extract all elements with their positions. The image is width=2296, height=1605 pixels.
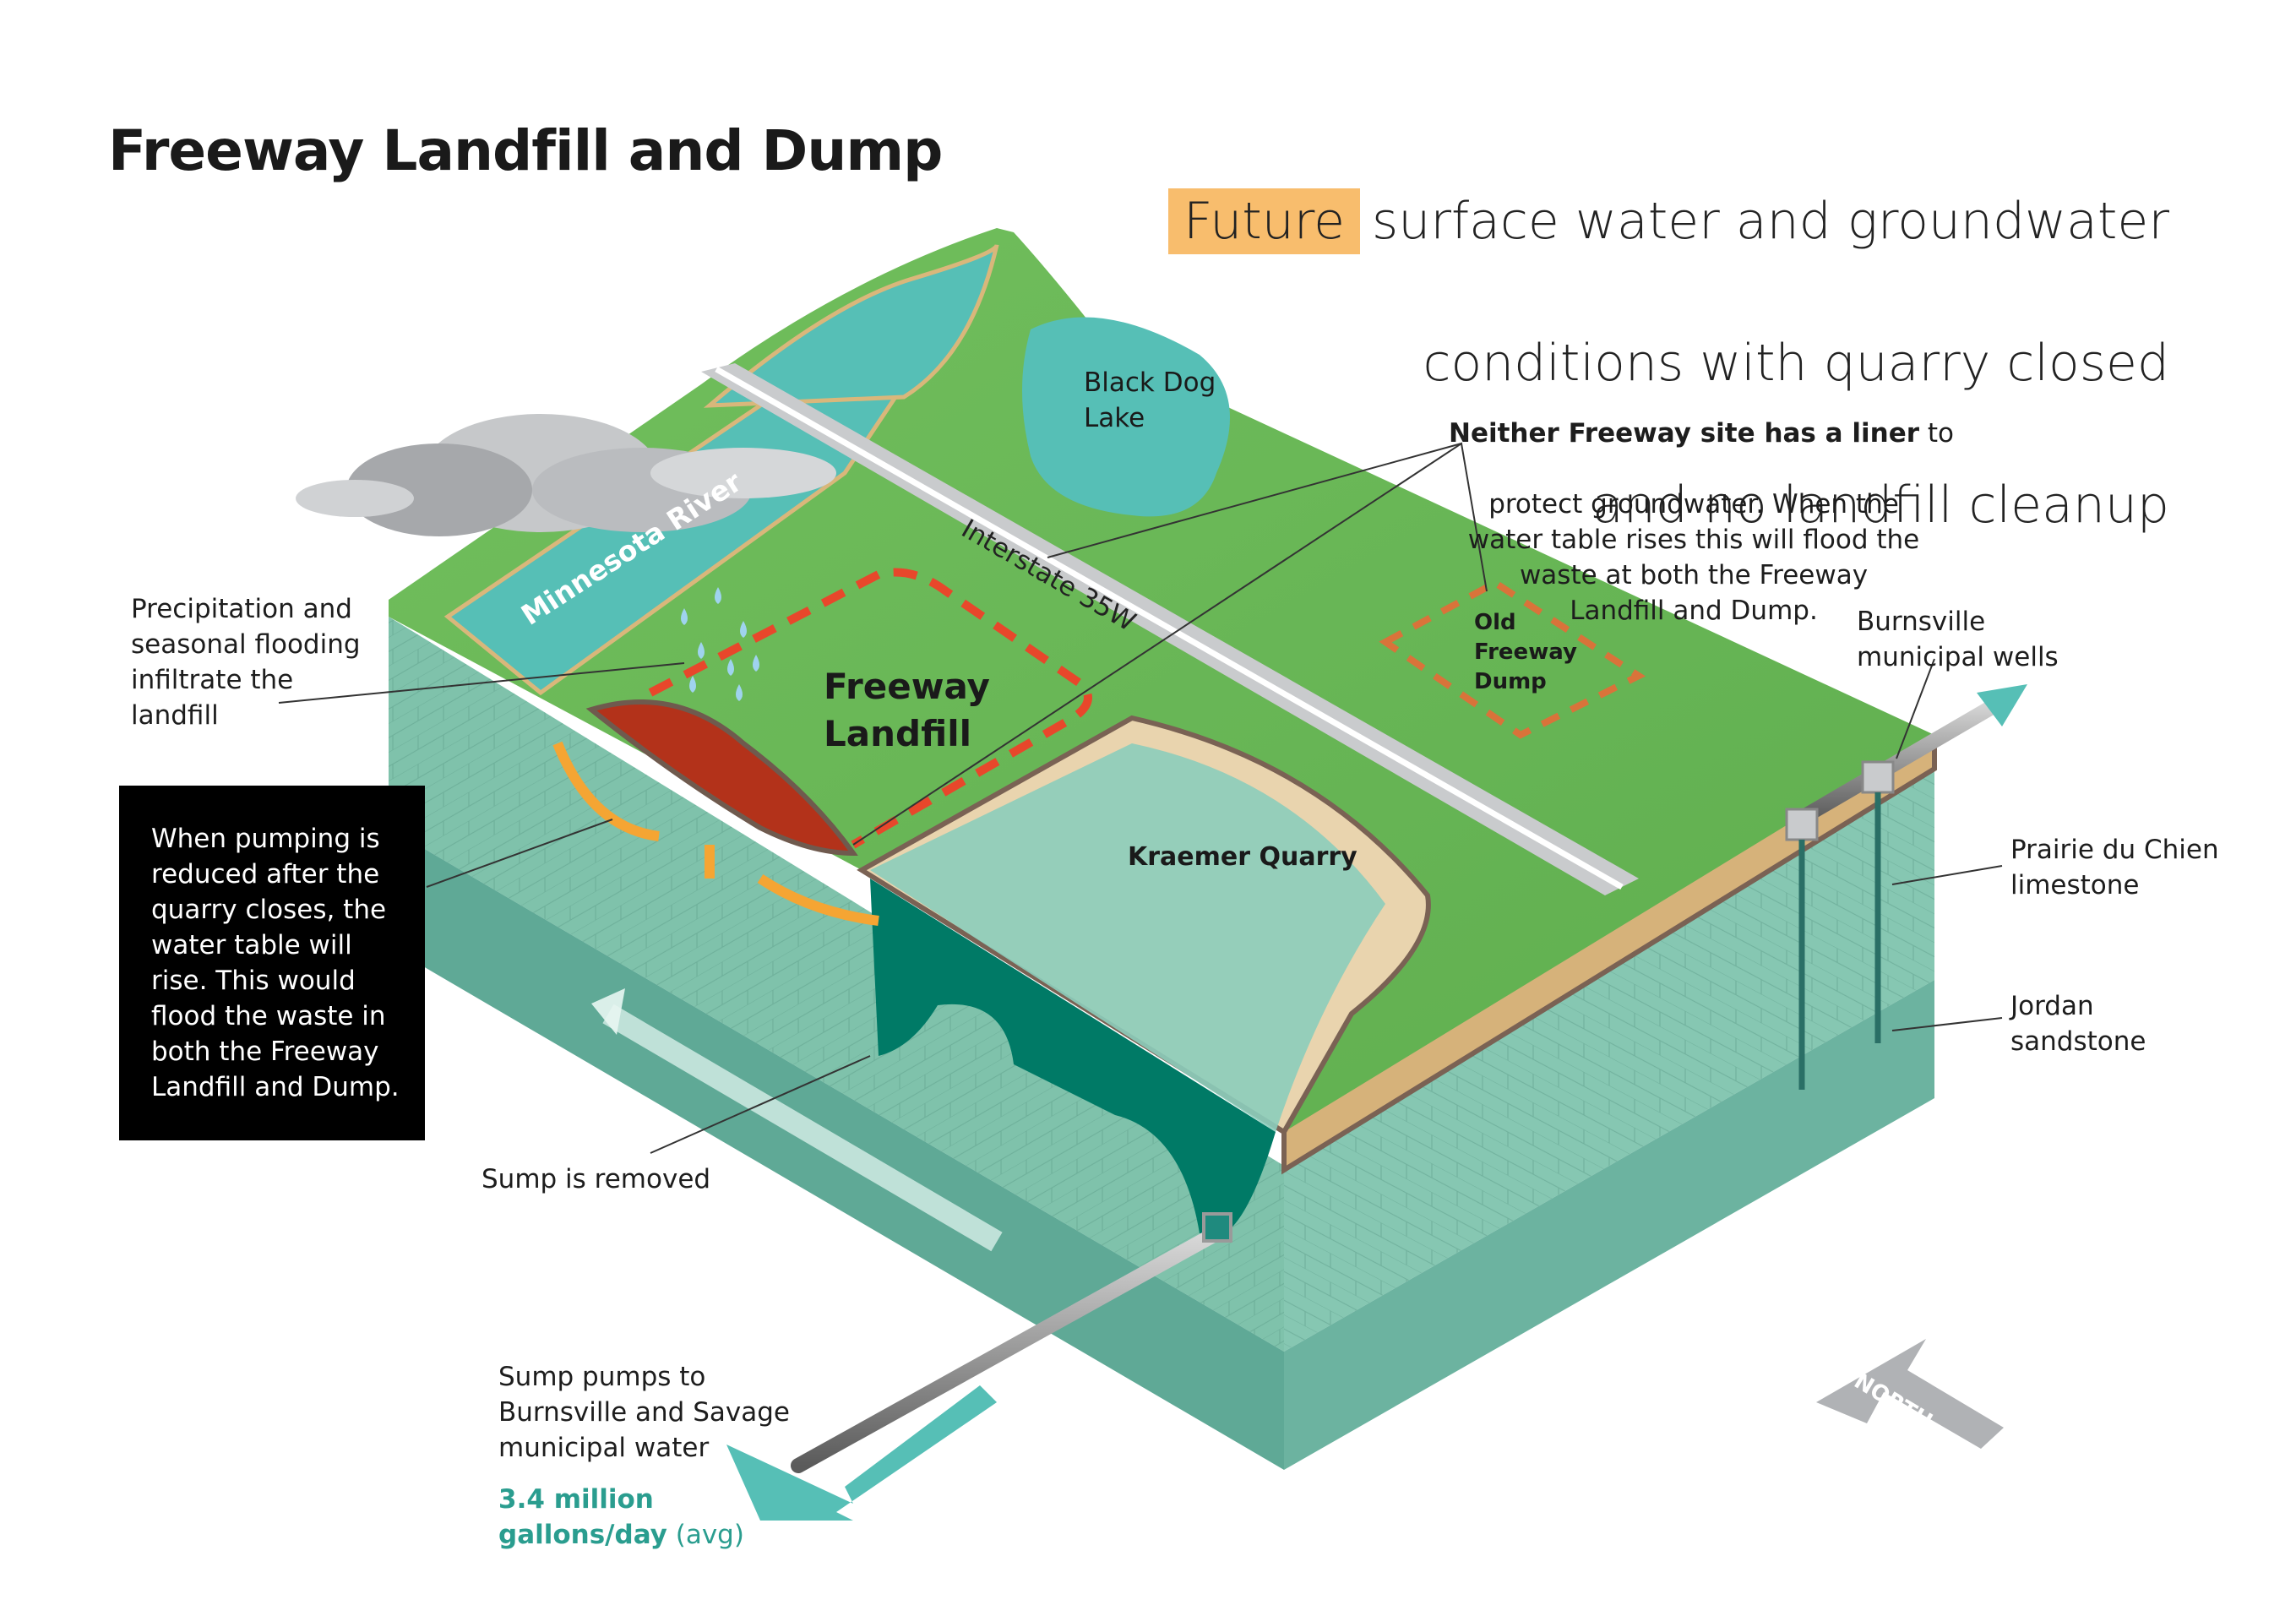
north-arrow xyxy=(1816,1339,2004,1449)
sump-outflow-arrow xyxy=(726,1385,997,1521)
right-face-bricks xyxy=(1284,760,1934,1352)
landfill-waste xyxy=(585,699,858,857)
subtitle-highlight: Future xyxy=(1167,188,1361,254)
label-freeway-landfill: Freeway Landfill xyxy=(824,666,990,754)
well-pipe-horizontal xyxy=(1795,694,2006,826)
sump-volume-suffix: (avg) xyxy=(666,1520,744,1550)
well-head-1 xyxy=(1785,808,1819,841)
rain-drops xyxy=(681,587,759,701)
cloud xyxy=(296,414,836,536)
right-face-sandstone xyxy=(1284,980,1934,1470)
label-old-freeway-dump: Old Freeway Dump xyxy=(1474,610,1577,694)
subtitle-line3: and no landfill cleanup xyxy=(1592,476,2169,535)
well-head-2 xyxy=(1861,760,1895,794)
upper-channel xyxy=(703,244,999,408)
callout-sump-removed: Sump is removed xyxy=(482,1164,711,1194)
leader-lines xyxy=(278,442,2003,1154)
quarry-water-surface xyxy=(870,743,1385,1132)
sump-pipe xyxy=(791,1226,1224,1473)
sump-pump-box xyxy=(1202,1212,1232,1243)
label-kraemer-quarry: Kraemer Quarry xyxy=(1128,842,1357,872)
callout-pumping-box: When pumping is reduced after the quarry… xyxy=(119,786,425,1140)
liner-bold-text: Neither Freeway site has a liner xyxy=(1449,418,1920,449)
sump-volume: 3.4 million gallons/day (avg) xyxy=(498,1482,790,1553)
callout-wells: Burnsville municipal wells xyxy=(1857,607,2059,672)
sump-pumps-text: Sump pumps to Burnsville and Savage muni… xyxy=(498,1362,790,1463)
quarry-section-water xyxy=(870,879,1276,1233)
wells-outflow-arrow xyxy=(1977,684,2027,726)
label-black-dog-lake: Black Dog Lake xyxy=(1084,367,1216,433)
old-dump-boundary xyxy=(1379,579,1646,739)
subtitle-line2: conditions with quarry closed xyxy=(1423,334,2169,393)
callout-prairie-du-chien: Prairie du Chien limestone xyxy=(2010,835,2219,900)
left-face-bricks xyxy=(389,617,1284,1352)
landfill-boundary xyxy=(648,568,1092,849)
liner-rest-text: protect groundwater. When the water tabl… xyxy=(1467,489,1920,626)
subtitle-line1: surface water and groundwater xyxy=(1372,192,2169,251)
callout-liner: Neither Freeway site has a liner to prot… xyxy=(1449,380,1954,628)
groundwater-arrow-left xyxy=(602,1004,1003,1252)
groundwater-arrowhead-left xyxy=(591,988,625,1035)
page-title: Freeway Landfill and Dump xyxy=(108,118,943,183)
sump-volume-value: 3.4 million gallons/day xyxy=(498,1484,667,1550)
black-dog-lake xyxy=(1022,317,1230,517)
callout-jordan-sandstone: Jordan sandstone xyxy=(2010,991,2146,1057)
liner-to: to xyxy=(1919,418,1955,449)
road-center-line xyxy=(715,366,1624,890)
callout-precipitation: Precipitation and seasonal flooding infi… xyxy=(131,594,361,731)
leachate-flow-arrows xyxy=(552,741,879,926)
callout-sump-pumps: Sump pumps to Burnsville and Savage muni… xyxy=(498,1343,790,1569)
callout-pumping-text: When pumping is reduced after the quarry… xyxy=(151,824,400,1102)
